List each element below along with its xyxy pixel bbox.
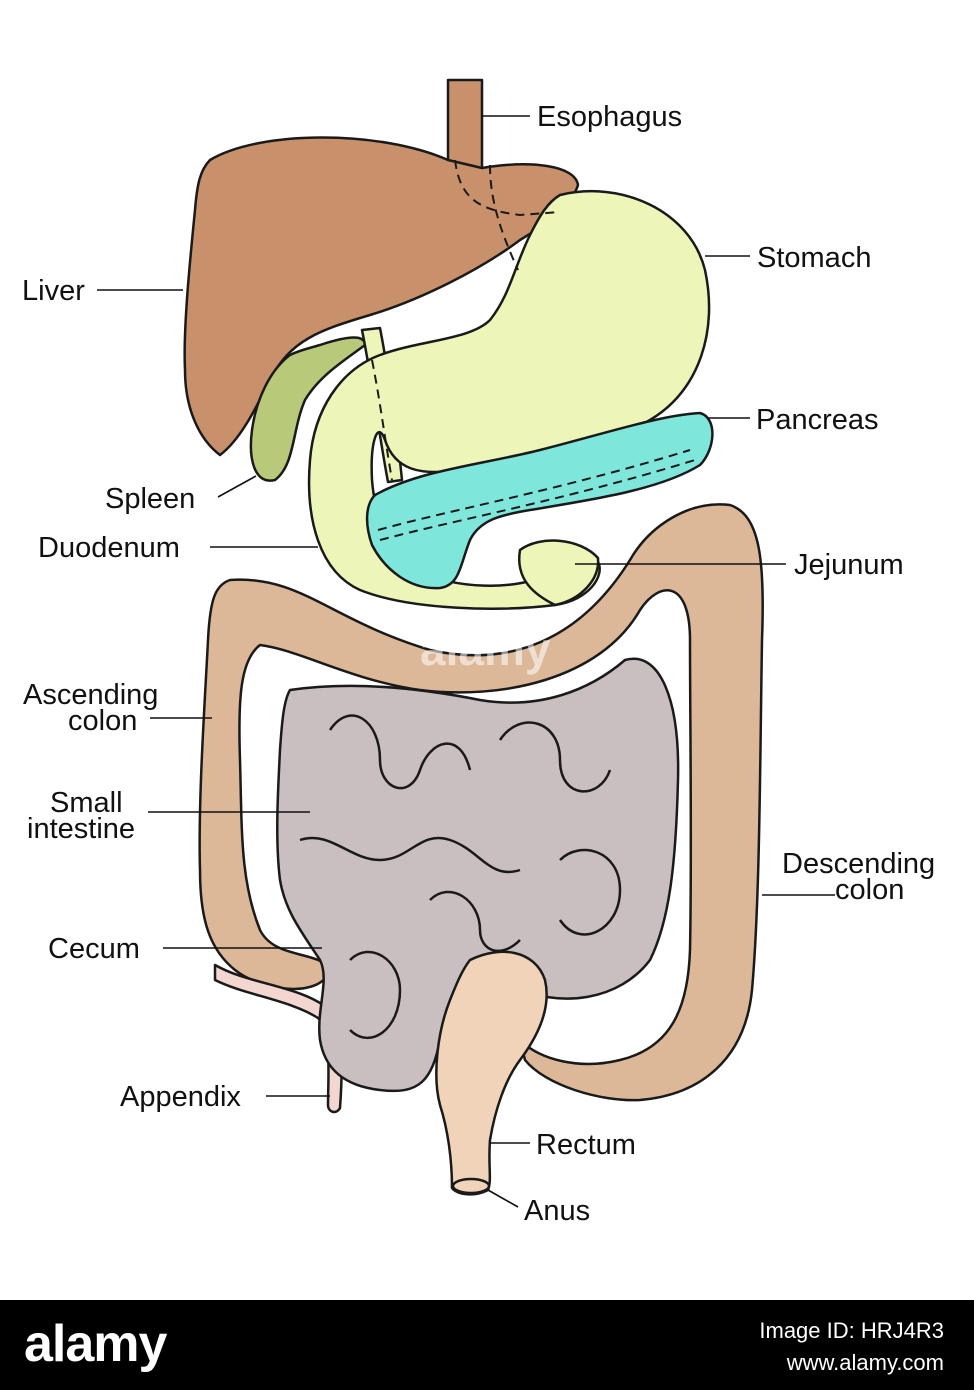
label-ascending-colon-line2: colon (68, 705, 137, 737)
label-appendix: Appendix (120, 1081, 241, 1113)
label-anus: Anus (524, 1195, 590, 1227)
label-small-intestine-line2: intestine (27, 813, 135, 845)
label-esophagus: Esophagus (537, 101, 682, 133)
watermark: alamy (420, 623, 551, 675)
label-spleen: Spleen (105, 483, 195, 515)
label-pancreas: Pancreas (756, 404, 879, 436)
esophagus (448, 80, 482, 168)
anus-leader (488, 1190, 518, 1207)
spleen-leader (218, 476, 256, 497)
stock-footer-bar: alamy Image ID: HRJ4R3 www.alamy.com (0, 1300, 974, 1390)
anus (453, 1179, 489, 1193)
label-descending-colon-line2: colon (835, 874, 904, 906)
label-rectum: Rectum (536, 1129, 636, 1161)
digestive-system-diagram: alamy Esophagus Stomach Liver Pancreas S… (0, 0, 974, 1300)
label-jejunum: Jejunum (794, 549, 904, 581)
footer-logo: alamy (24, 1314, 166, 1374)
footer-url: www.alamy.com (787, 1350, 944, 1376)
label-liver: Liver (22, 275, 85, 307)
label-cecum: Cecum (48, 933, 140, 965)
label-stomach: Stomach (757, 242, 871, 274)
label-duodenum: Duodenum (38, 532, 180, 564)
footer-image-id: Image ID: HRJ4R3 (759, 1318, 944, 1344)
